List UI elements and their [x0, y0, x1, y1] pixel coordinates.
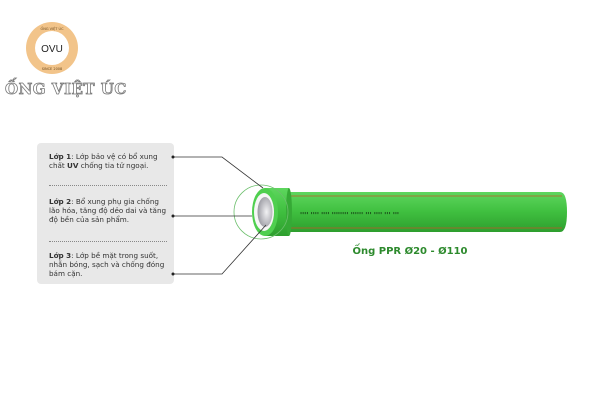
layer-2-text: Lớp 2: Bổ xung phụ gia chống lão hóa, tă…	[49, 197, 167, 225]
leader-lines	[173, 156, 267, 275]
logo-ring-top: ỐNG VIỆT ÚC	[40, 26, 64, 31]
zoom-ring	[233, 184, 289, 240]
layer-1-text: Lớp 1: Lớp bảo vệ có bổ xung chất UV chố…	[49, 152, 158, 171]
logo-ring-bottom: SINCE 2008	[42, 67, 63, 71]
pipe: ▮▮▮▮ ▮▮▮▮ ▮▮▮▮ ▮▮▮▮▮▮▮▮ ▮▮▮▮▮▮ ▮▮▮ ▮▮▮▮ …	[252, 188, 567, 236]
divider	[49, 185, 167, 186]
logo-center-text: OVU	[41, 44, 63, 55]
product-caption: Ống PPR Ø20 - Ø110	[352, 246, 468, 257]
layers-panel: Lớp 1: Lớp bảo vệ có bổ xung chất UV chố…	[37, 143, 174, 284]
svg-text:▮▮▮▮ ▮▮▮▮ ▮▮▮▮ ▮▮▮▮▮▮▮▮ ▮▮▮▮▮▮: ▮▮▮▮ ▮▮▮▮ ▮▮▮▮ ▮▮▮▮▮▮▮▮ ▮▮▮▮▮▮ ▮▮▮ ▮▮▮▮ …	[300, 211, 399, 215]
divider	[49, 241, 167, 242]
brand-name: ỐNG VIỆT ÚC	[5, 80, 127, 99]
layer-3-text: Lớp 3: Lớp bề mặt trong suốt, nhẵn bóng,…	[49, 251, 165, 279]
ovu-logo: OVU ỐNG VIỆT ÚC SINCE 2008	[26, 22, 78, 74]
